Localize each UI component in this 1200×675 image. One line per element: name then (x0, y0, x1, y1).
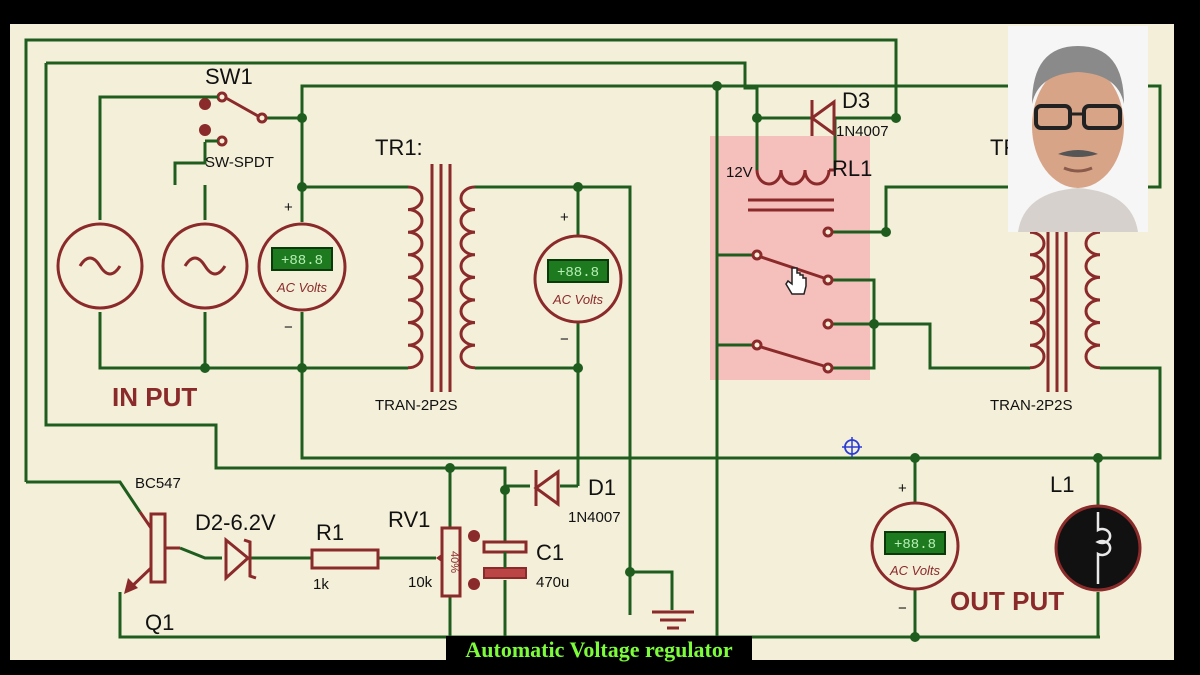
rv1-percent-label: 40% (448, 551, 460, 573)
q1-type-label: BC547 (135, 475, 181, 492)
ac-source-1[interactable] (56, 222, 144, 310)
relay-voltage-label: 12V (726, 164, 753, 181)
d1-type-label: 1N4007 (568, 509, 621, 526)
l1-label: L1 (1050, 472, 1074, 497)
crosshair-cursor-icon (842, 437, 862, 457)
transistor-q1[interactable] (124, 511, 180, 594)
meter-output-display: +88.8 (894, 537, 936, 553)
d3-type-label: 1N4007 (836, 123, 889, 140)
meter-mid-minus: − (560, 331, 569, 348)
relay-selection-highlight (710, 136, 870, 380)
ac-voltmeter-output[interactable]: +88.8 AC Volts + − (870, 480, 960, 617)
q1-label: Q1 (145, 610, 174, 635)
sw1-label: SW1 (205, 64, 253, 89)
rl1-label: RL1 (832, 156, 872, 181)
ground-symbol (652, 610, 694, 630)
tr2-type-label: TRAN-2P2S (990, 397, 1073, 414)
diode-d3[interactable] (757, 99, 836, 137)
d1-label: D1 (588, 475, 616, 500)
output-section-label: OUT PUT (950, 586, 1064, 616)
input-section-label: IN PUT (112, 382, 197, 412)
r1-label: R1 (316, 520, 344, 545)
potentiometer-rv1[interactable]: 40% (436, 526, 462, 598)
tr1-label: TR1: (375, 135, 423, 160)
resistor-r1[interactable] (310, 548, 380, 570)
c1-value-label: 470u (536, 574, 569, 591)
rv1-value-label: 10k (408, 574, 433, 591)
zener-diode-d2[interactable] (224, 536, 257, 582)
diode-d1[interactable] (533, 469, 560, 507)
video-caption: Automatic Voltage regulator (446, 636, 752, 664)
meter-mid-caption: AC Volts (552, 292, 604, 307)
wires (24, 38, 1162, 639)
lamp-l1[interactable] (1054, 504, 1142, 592)
c1-label: C1 (536, 540, 564, 565)
tr1-type-label: TRAN-2P2S (375, 397, 458, 414)
presenter-webcam-overlay (1008, 26, 1148, 232)
ac-voltmeter-input[interactable]: +88.8 AC Volts + − (257, 199, 347, 336)
presenter-avatar (1008, 26, 1148, 232)
schematic-background (10, 24, 1174, 660)
meter-input-plus: + (284, 199, 293, 216)
meter-mid-plus: + (560, 209, 569, 226)
meter-input-minus: − (284, 319, 293, 336)
sw1-type-label: SW-SPDT (205, 154, 274, 171)
hand-cursor-icon (785, 267, 807, 295)
meter-input-display: +88.8 (281, 253, 323, 269)
d3-label: D3 (842, 88, 870, 113)
junction-nodes (200, 81, 1103, 642)
meter-output-caption: AC Volts (889, 563, 941, 578)
rv1-label: RV1 (388, 507, 430, 532)
r1-value-label: 1k (313, 576, 329, 593)
meter-mid-display: +88.8 (557, 265, 599, 281)
transformer-tr1[interactable] (407, 164, 476, 392)
meter-output-plus: + (898, 480, 907, 497)
capacitor-c1[interactable] (468, 530, 528, 590)
ac-voltmeter-mid[interactable]: +88.8 AC Volts + − (533, 209, 623, 348)
meter-input-caption: AC Volts (276, 280, 328, 295)
meter-output-minus: − (898, 600, 907, 617)
d2-label: D2-6.2V (195, 510, 276, 535)
ac-source-2[interactable] (161, 222, 249, 310)
switch-sw1[interactable] (199, 91, 268, 147)
